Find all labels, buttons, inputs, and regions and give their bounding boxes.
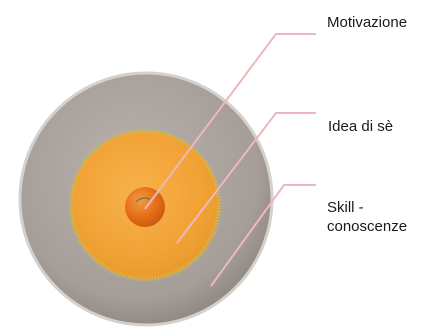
label-skill-line2: conoscenze [327, 218, 408, 235]
label-skill-conoscenze: Skill - conoscenze [327, 198, 407, 236]
label-skill-line1: Skill - [327, 199, 364, 216]
leader-line-skill [210, 184, 316, 287]
core-highlight [135, 197, 151, 203]
core-motivazione [125, 187, 165, 227]
leader-line-motivazione [144, 33, 316, 210]
label-idea-di-se: Idea di sè [328, 118, 394, 135]
leader-line-idea [176, 112, 316, 244]
label-motivazione: Motivazione [327, 14, 408, 31]
